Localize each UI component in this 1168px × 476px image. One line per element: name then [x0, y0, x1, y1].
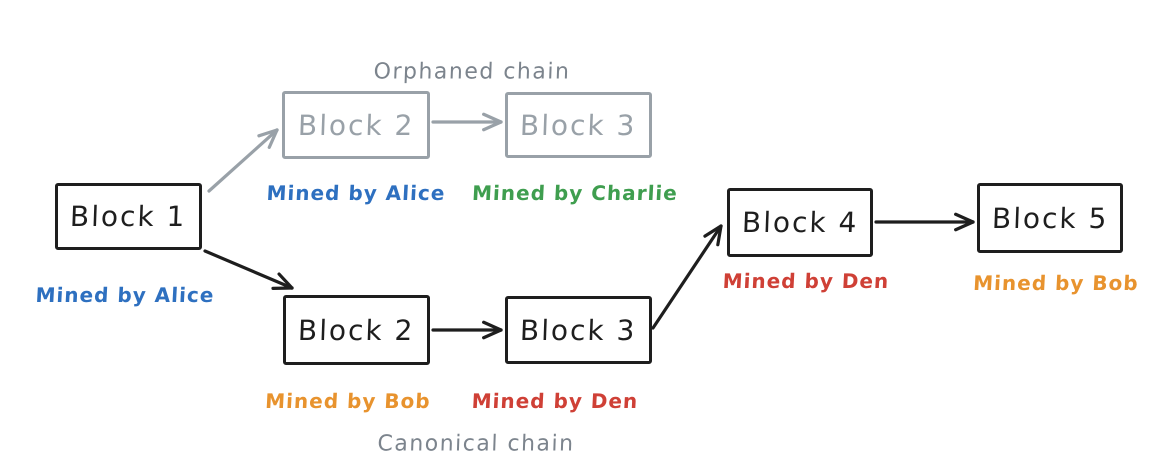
block-1-label: Block 1 — [69, 200, 188, 233]
block-3-canonical-miner-label: Mined by Den — [471, 389, 639, 413]
block-4: Block 4 — [727, 188, 873, 257]
block-2-canonical-miner-label: Mined by Bob — [264, 389, 432, 413]
block-2-orphaned-miner-label: Mined by Alice — [265, 181, 447, 205]
block-3-canonical: Block 3 — [505, 296, 652, 364]
block-1: Block 1 — [55, 183, 202, 250]
canonical-chain-label: Canonical chain — [377, 431, 575, 457]
block-3-orphaned-label: Block 3 — [519, 108, 638, 142]
block-3-orphaned: Block 3 — [505, 92, 652, 158]
block-2-orphaned-label: Block 2 — [297, 108, 415, 142]
arrow-block4-to-block5 — [874, 212, 975, 232]
block-3-canonical-label: Block 3 — [519, 313, 638, 347]
block-5-label: Block 5 — [991, 201, 1109, 235]
arrow-block1-to-orphaned-block2 — [207, 128, 279, 193]
block-1-miner-label: Mined by Alice — [34, 283, 216, 307]
orphaned-chain-label: Orphaned chain — [373, 59, 571, 85]
block-5-miner-label: Mined by Bob — [972, 271, 1140, 295]
block-4-miner-label: Mined by Den — [722, 269, 890, 293]
block-2-canonical: Block 2 — [283, 295, 430, 365]
block-2-orphaned: Block 2 — [282, 91, 430, 159]
arrow-canonical-block3-to-block4 — [651, 224, 723, 330]
block-2-canonical-label: Block 2 — [297, 313, 416, 347]
arrow-canonical-block2-to-block3 — [431, 320, 503, 340]
arrow-block1-to-canonical-block2 — [203, 249, 294, 290]
arrow-orphaned-block2-to-block3 — [431, 112, 503, 132]
block-3-orphaned-miner-label: Mined by Charlie — [471, 181, 679, 205]
block-5: Block 5 — [977, 183, 1123, 253]
block-4-label: Block 4 — [741, 206, 859, 239]
